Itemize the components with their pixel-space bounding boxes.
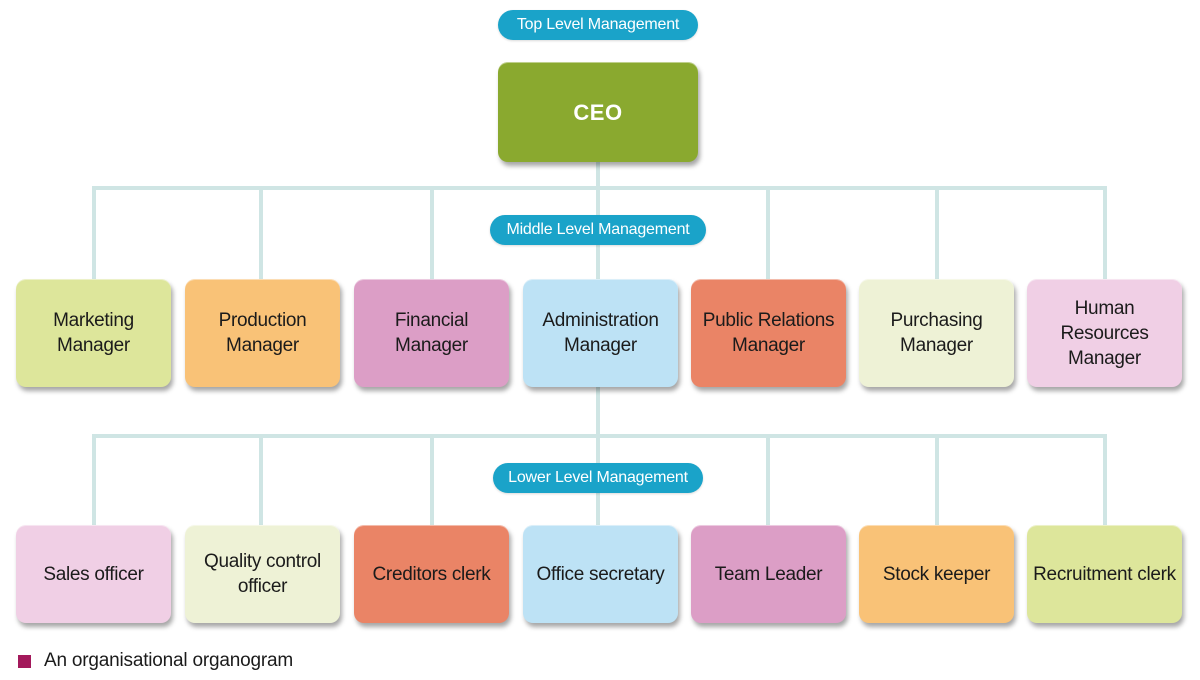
middle-node-human-resources-manager: Human Resources Manager [1027,279,1182,387]
ceo-label: CEO [573,99,623,125]
node-label: Public Relations Manager [702,310,835,356]
connector-middle-drop-3 [430,186,434,282]
node-label: Recruitment clerk [1033,563,1176,585]
connector-ceo-stem [596,160,600,188]
connector-middle-drop-1 [92,186,96,282]
connector-lower-drop-7 [1103,434,1107,528]
connector-middle-drop-2 [259,186,263,282]
node-label: Production Manager [218,310,307,356]
connector-lower-drop-3 [430,434,434,528]
caption-bullet-icon [18,654,31,668]
ceo-node: CEO [498,62,698,162]
connector-middle-drop-5 [766,186,770,282]
lower-node-quality-control-officer: Quality control officer [185,525,340,623]
connector-lower-drop-1 [92,434,96,528]
lower-node-recruitment-clerk: Recruitment clerk [1027,525,1182,623]
node-label: Administration Manager [542,310,659,356]
connector-middle-drop-7 [1103,186,1107,282]
node-label: Team Leader [714,563,823,585]
connector-lower-drop-2 [259,434,263,528]
middle-node-purchasing-manager: Purchasing Manager [859,279,1014,387]
node-label: Human Resources Manager [1060,297,1149,369]
node-label: Financial Manager [394,310,469,356]
caption-text: An organisational organogram [44,650,293,671]
middle-node-public-relations-manager: Public Relations Manager [691,279,846,387]
connector-lower-drop-5 [766,434,770,528]
top-level-management-label: Top Level Management [498,10,698,40]
node-label: Office secretary [536,563,665,585]
node-label: Creditors clerk [372,563,491,585]
node-label: Quality control officer [204,551,321,597]
lower-node-creditors-clerk: Creditors clerk [354,525,509,623]
node-label: Stock keeper [882,563,991,585]
node-label: Purchasing Manager [890,310,983,356]
lower-node-office-secretary: Office secretary [523,525,678,623]
middle-node-administration-manager: Administration Manager [523,279,678,387]
figure-caption: An organisational organogram [18,650,293,672]
connector-middle-drop-6 [935,186,939,282]
node-label: Sales officer [43,563,144,585]
middle-node-marketing-manager: Marketing Manager [16,279,171,387]
lower-level-management-label: Lower Level Management [493,463,703,493]
connector-lower-drop-6 [935,434,939,528]
middle-level-management-label: Middle Level Management [490,215,706,245]
middle-node-production-manager: Production Manager [185,279,340,387]
lower-node-team-leader: Team Leader [691,525,846,623]
connector-admin-stem [596,386,600,438]
lower-node-stock-keeper: Stock keeper [859,525,1014,623]
lower-node-sales-officer: Sales officer [16,525,171,623]
node-label: Marketing Manager [53,310,134,356]
middle-node-financial-manager: Financial Manager [354,279,509,387]
